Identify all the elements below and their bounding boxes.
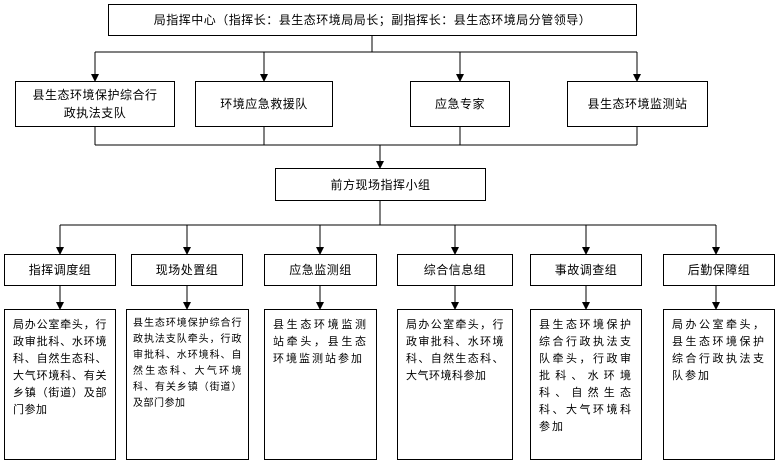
desc-text: 县生态环境监测站牵头，县生态环境监测站参加 [273,318,368,365]
unit-label: 应急专家 [434,97,485,111]
desc-box-logistics: 局办公室牵头，县生态环境保护综合行政执法支队参加 [663,309,775,460]
group-box-dispatch: 指挥调度组 [4,254,116,286]
desc-text: 局办公室牵头，行政审批科、水环境科、自然生态科、大气环境科、有关乡镇（街道）及部… [13,318,107,416]
group-label: 后勤保障组 [687,263,751,277]
command-center-label: 局指挥中心（指挥长：县生态环境局局长；副指挥长：县生态环境局分管领导） [153,13,592,27]
unit-label: 县生态环境保护综合行政执法支队 [32,88,158,120]
unit-box-monitoring-station: 县生态环境监测站 [567,81,708,127]
desc-box-disposal: 县生态环境保护综合行政执法支队牵头，行政审批科、水环境科、自然生态科、大气环境科… [126,309,249,460]
unit-box-enforcement: 县生态环境保护综合行政执法支队 [15,81,175,127]
unit-label: 县生态环境监测站 [587,97,688,111]
group-box-information: 综合信息组 [397,254,513,286]
desc-text: 局办公室牵头，行政审批科、水环境科、自然生态科、大气环境科参加 [406,318,504,382]
desc-box-investigation: 县生态环境保护综合行政执法支队牵头，行政审批科、水环境科、自然生态科、大气环境科… [530,309,642,460]
desc-box-dispatch: 局办公室牵头，行政审批科、水环境科、自然生态科、大气环境科、有关乡镇（街道）及部… [4,309,116,460]
group-label: 综合信息组 [423,263,487,277]
group-label: 指挥调度组 [28,263,92,277]
front-group-box: 前方现场指挥小组 [275,168,486,201]
unit-box-experts: 应急专家 [410,81,510,127]
desc-box-monitoring: 县生态环境监测站牵头，县生态环境监测站参加 [264,309,377,460]
desc-text: 县生态环境保护综合行政执法支队牵头，行政审批科、水环境科、自然生态科、大气环境科… [539,318,633,433]
group-label: 现场处置组 [155,263,219,277]
group-box-monitoring: 应急监测组 [264,254,377,286]
unit-label: 环境应急救援队 [220,97,308,111]
desc-box-information: 局办公室牵头，行政审批科、水环境科、自然生态科、大气环境科参加 [397,309,513,460]
front-group-label: 前方现场指挥小组 [330,177,431,192]
group-label: 应急监测组 [289,263,352,277]
desc-text: 县生态环境保护综合行政执法支队牵头，行政审批科、水环境科、自然生态科、大气环境科… [133,318,242,409]
desc-text: 局办公室牵头，县生态环境保护综合行政执法支队参加 [672,318,766,382]
command-center-box: 局指挥中心（指挥长：县生态环境局局长；副指挥长：县生态环境局分管领导） [108,4,637,36]
group-box-disposal: 现场处置组 [131,254,243,286]
unit-box-rescue-team: 环境应急救援队 [195,81,333,127]
group-box-investigation: 事故调查组 [530,254,642,286]
group-label: 事故调查组 [554,263,618,277]
group-box-logistics: 后勤保障组 [663,254,775,286]
